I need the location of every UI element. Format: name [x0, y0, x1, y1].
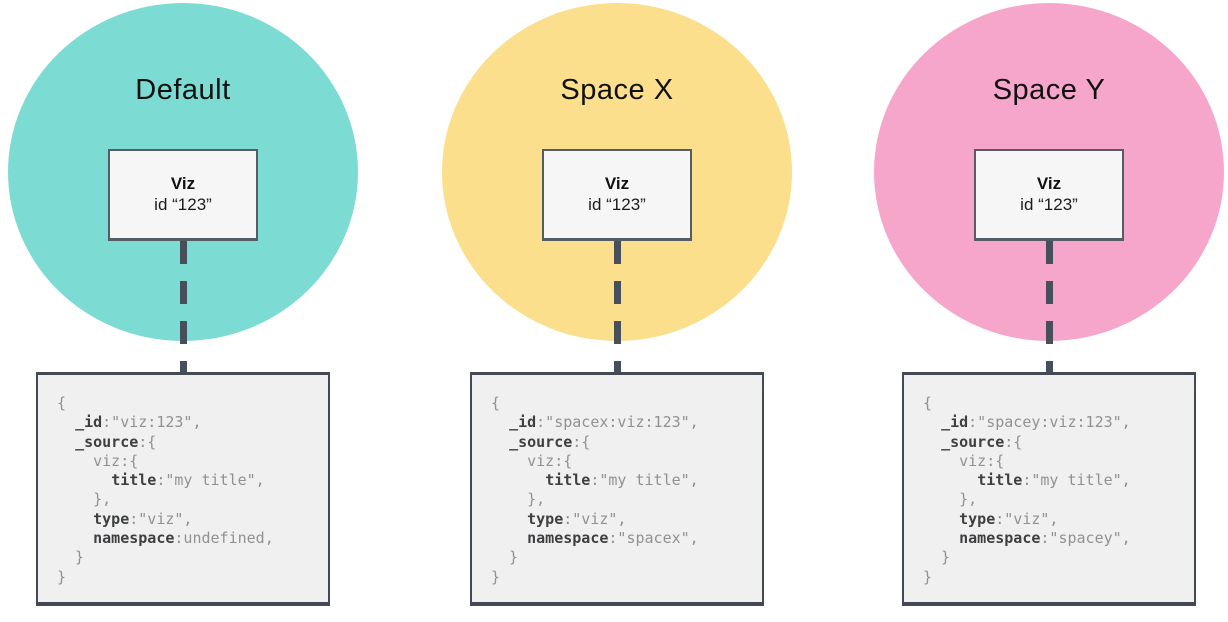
space-panel-spacex: Space X Viz id “123” { _id:"spacex:viz:1…	[434, 0, 800, 622]
viz-node-name: Viz	[170, 174, 196, 193]
code-line: title:"my title",	[977, 471, 1131, 490]
code-line: },	[491, 490, 546, 509]
code-line: }	[491, 548, 519, 567]
viz-node: Viz id “123”	[108, 149, 258, 241]
code-line: _id:"viz:123",	[75, 413, 202, 432]
space-panel-default: Default Viz id “123” { _id:"viz:123", _s…	[0, 0, 366, 622]
viz-node-id: id “123”	[154, 195, 212, 214]
code-line: viz:{	[491, 451, 573, 470]
code-line: namespace:"spacey",	[959, 529, 1131, 548]
code-line: }	[491, 567, 501, 586]
code-line: }	[57, 548, 85, 567]
code-line: type:"viz",	[527, 509, 627, 528]
space-title: Space Y	[992, 74, 1106, 106]
code-line: _source:{	[509, 432, 591, 451]
viz-node: Viz id “123”	[542, 149, 692, 241]
code-line: },	[923, 490, 978, 509]
code-line: {	[923, 394, 933, 412]
code-line: type:"viz",	[959, 509, 1059, 528]
saved-object-code-block: { _id:"viz:123", _source:{ viz:{ title:"…	[36, 372, 330, 606]
code-line: }	[923, 548, 951, 567]
viz-node-id: id “123”	[588, 195, 646, 214]
code-line: title:"my title",	[111, 471, 265, 490]
code-line: },	[57, 490, 112, 509]
viz-node-id: id “123”	[1020, 195, 1078, 214]
code-line: namespace:undefined,	[93, 529, 274, 548]
code-line: namespace:"spacex",	[527, 529, 699, 548]
viz-node: Viz id “123”	[974, 149, 1124, 241]
code-line: _source:{	[941, 432, 1023, 451]
code-line: _source:{	[75, 432, 157, 451]
dashed-connector-line	[1046, 241, 1053, 375]
code-line: viz:{	[923, 451, 1005, 470]
code-line: _id:"spacex:viz:123",	[509, 413, 699, 432]
saved-object-code-block: { _id:"spacex:viz:123", _source:{ viz:{ …	[470, 372, 764, 606]
code-line: title:"my title",	[545, 471, 699, 490]
space-panel-spacey: Space Y Viz id “123” { _id:"spacey:viz:1…	[866, 0, 1228, 622]
code-line: {	[57, 394, 67, 412]
code-line: viz:{	[57, 451, 139, 470]
code-line: _id:"spacey:viz:123",	[941, 413, 1131, 432]
saved-object-code-block: { _id:"spacey:viz:123", _source:{ viz:{ …	[902, 372, 1196, 606]
code-line: }	[57, 567, 67, 586]
code-line: {	[491, 394, 501, 412]
viz-node-name: Viz	[604, 174, 630, 193]
space-title: Default	[135, 74, 231, 106]
dashed-connector-line	[180, 241, 187, 375]
code-line: type:"viz",	[93, 509, 193, 528]
dashed-connector-line	[614, 241, 621, 375]
viz-node-name: Viz	[1036, 174, 1062, 193]
space-title: Space X	[560, 74, 674, 106]
code-line: }	[923, 567, 933, 586]
